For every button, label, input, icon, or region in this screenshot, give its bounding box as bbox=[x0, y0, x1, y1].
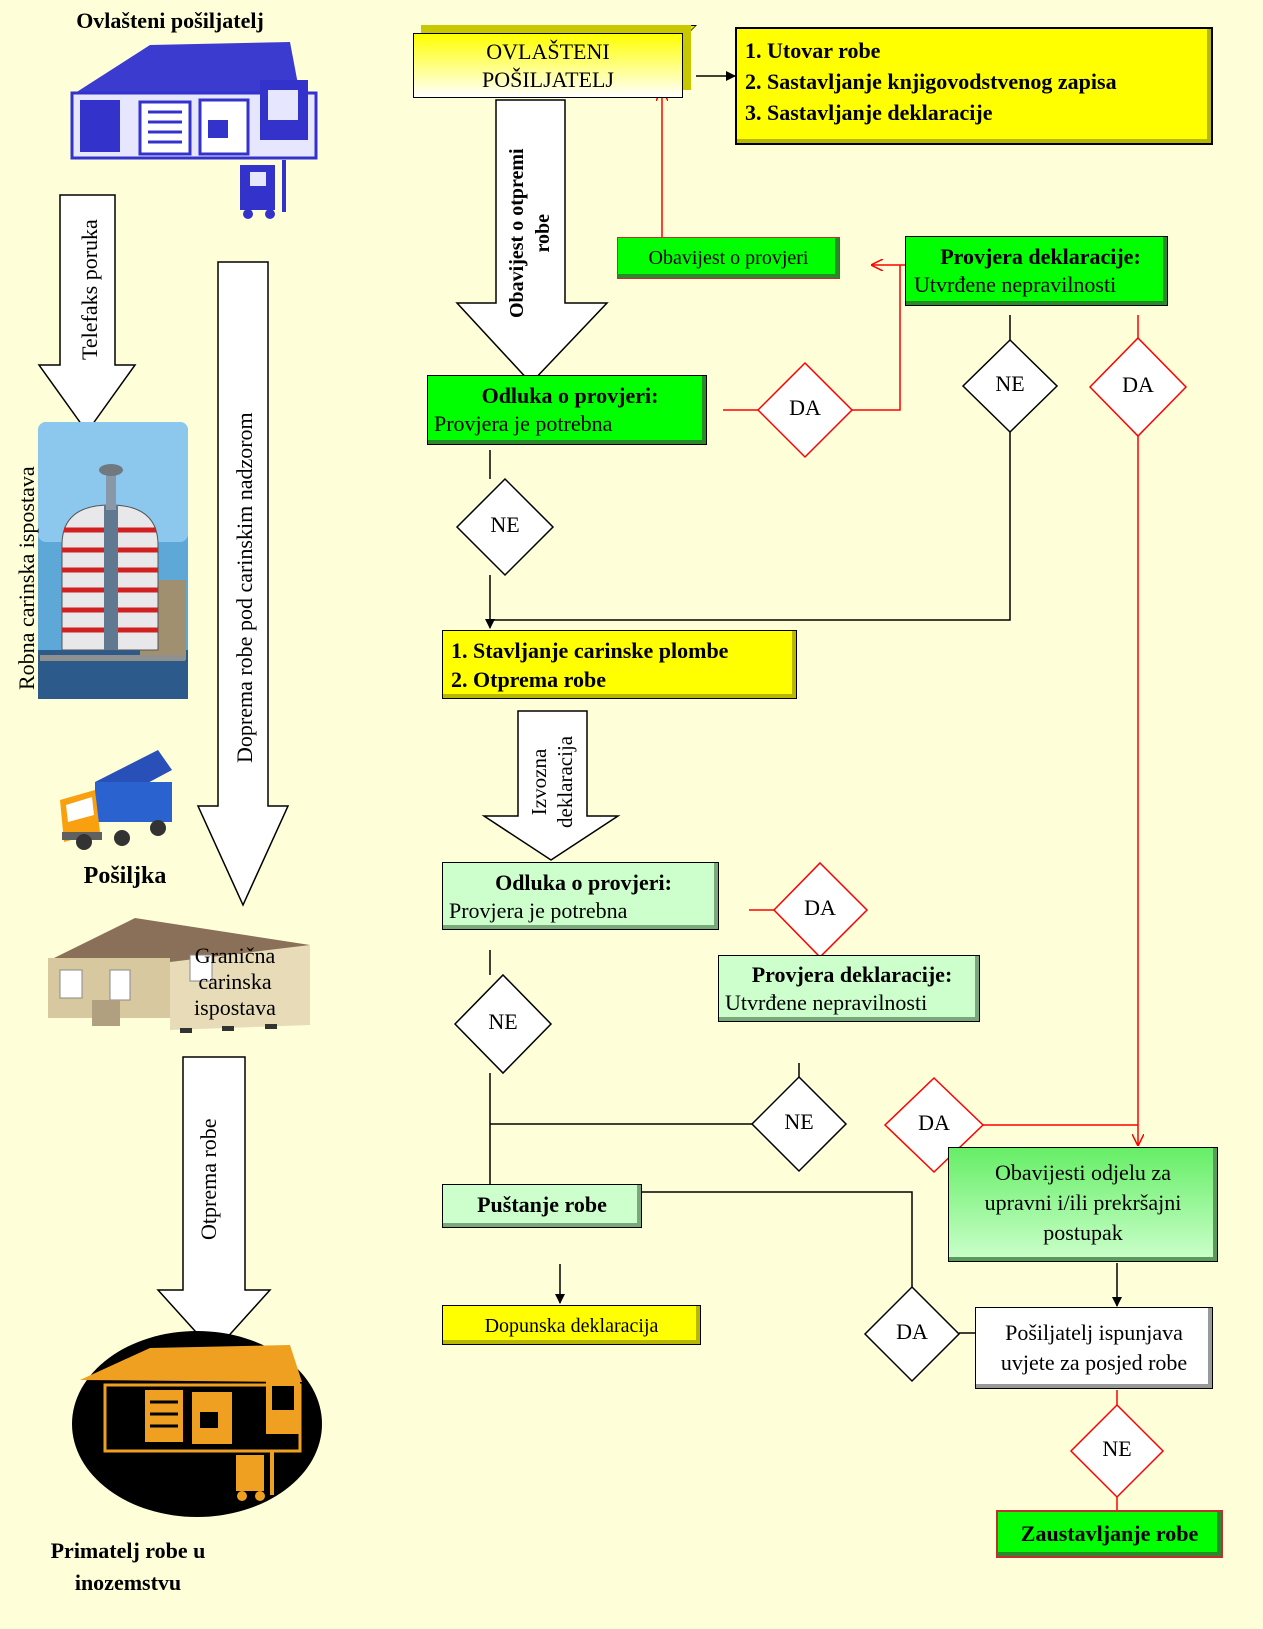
sender-conditions-box: Pošiljatelj ispunjava uvjete za posjed r… bbox=[975, 1307, 1213, 1389]
check-notice-box: Obavijest o provjeri bbox=[617, 237, 840, 279]
da-diamond-5 bbox=[863, 1285, 961, 1383]
decl-check-top: Provjera deklaracije: Utvrđene nepraviln… bbox=[905, 236, 1168, 306]
seal-box: 1. Stavljanje carinske plombe 2. Otprema… bbox=[442, 630, 797, 699]
customs-office-label: Robna carinska ispostava bbox=[14, 466, 39, 690]
da-label-2: DA bbox=[1122, 372, 1154, 397]
ne-label-3: NE bbox=[488, 1009, 518, 1034]
da-label-4: DA bbox=[918, 1110, 950, 1135]
sender-title: Ovlašteni pošiljatelj bbox=[76, 8, 264, 33]
truck-icon bbox=[60, 750, 172, 850]
sender-box: OVLAŠTENI POŠILJATELJ bbox=[413, 33, 683, 98]
office-tower-icon bbox=[38, 422, 188, 699]
ne-label-1: NE bbox=[490, 512, 520, 537]
ne-diamond-3 bbox=[453, 973, 553, 1075]
stop-box: Zaustavljanje robe bbox=[996, 1510, 1223, 1558]
border-house-icon bbox=[48, 918, 310, 1033]
transport-label: Doprema robe pod carinskim nadzorom bbox=[232, 412, 257, 763]
ne-diamond-5 bbox=[1069, 1403, 1165, 1499]
ne-diamond-1 bbox=[455, 477, 555, 577]
release-box: Puštanje robe bbox=[442, 1184, 642, 1228]
transport-arrow bbox=[196, 261, 290, 907]
steps-box: 1. Utovar robe 2. Sastavljanje knjigovod… bbox=[735, 27, 1213, 145]
border-office-label: Granična carinska ispostava bbox=[194, 943, 276, 1020]
ne-diamond-4 bbox=[750, 1075, 848, 1173]
notice-arrow-label: Obavijest o otpremi robe bbox=[506, 148, 554, 318]
decl-check-mid: Provjera deklaracije: Utvrđene nepraviln… bbox=[718, 955, 980, 1022]
ne-diamond-2 bbox=[961, 338, 1059, 434]
ne-label-2: NE bbox=[995, 371, 1025, 396]
shipment-label: Pošiljka bbox=[83, 863, 167, 889]
notify-dept-box: Obavijesti odjelu za upravni i/ili prekr… bbox=[948, 1147, 1218, 1262]
da-diamond-1 bbox=[756, 361, 854, 459]
dispatch-label: Otprema robe bbox=[196, 1118, 221, 1240]
da-label-1: DA bbox=[789, 395, 821, 420]
telefax-arrow bbox=[37, 194, 137, 434]
warehouse-icon bbox=[70, 42, 318, 219]
notice-arrow bbox=[455, 99, 609, 385]
export-arrow-label: Izvozna deklaracija bbox=[527, 735, 577, 828]
export-arrow bbox=[481, 710, 621, 861]
decision-1: Odluka o provjeri: Provjera je potrebna bbox=[427, 375, 707, 445]
supplementary-box: Dopunska deklaracija bbox=[442, 1305, 701, 1345]
ne-label-5: NE bbox=[1102, 1436, 1132, 1461]
decision-2: Odluka o provjeri: Provjera je potrebna bbox=[442, 862, 719, 930]
da-diamond-2 bbox=[1088, 336, 1188, 438]
recipient-label: Primatelj robe u inozemstvu bbox=[50, 1538, 206, 1595]
recipient-warehouse-icon bbox=[72, 1331, 322, 1517]
ne-label-4: NE bbox=[784, 1109, 814, 1134]
dispatch-arrow bbox=[156, 1056, 272, 1354]
da-label-5: DA bbox=[896, 1319, 928, 1344]
da-label-3: DA bbox=[804, 895, 836, 920]
telefax-label: Telefaks poruka bbox=[77, 219, 102, 360]
